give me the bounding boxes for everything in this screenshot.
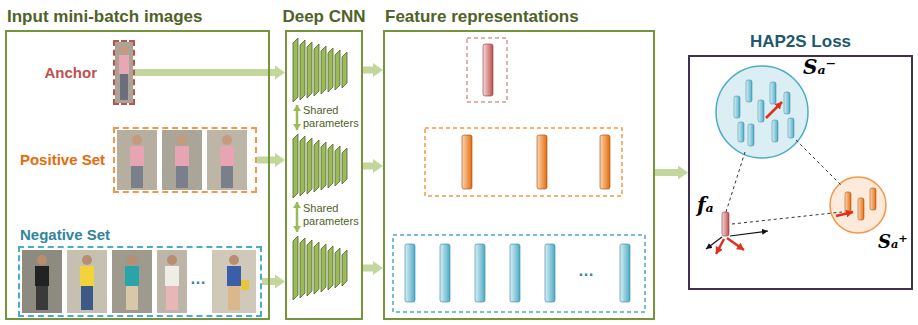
flow-arrow	[655, 169, 678, 176]
loss-sketch	[706, 66, 886, 254]
shared-parameters-label: Shared parameters	[303, 202, 363, 228]
flow-arrow	[135, 69, 275, 76]
anchor-box: Anchor	[113, 40, 135, 105]
feature-vectors	[393, 38, 645, 312]
set-label: Positive Set	[20, 151, 105, 168]
shared-parameters-label: Shared parameters	[303, 104, 363, 130]
ellipsis: …	[578, 262, 594, 280]
negative-set-symbol: Sₐ⁻	[803, 56, 836, 79]
loss-panel: HAP2S Loss	[688, 55, 913, 290]
set-label: Negative Set	[20, 226, 110, 243]
shared-arrow	[297, 105, 298, 232]
negative-photos	[22, 250, 256, 313]
flow-arrow	[363, 67, 373, 74]
panel-heading: Feature representations	[385, 7, 579, 27]
flow-arrow	[363, 163, 373, 170]
flow-arrow	[257, 157, 275, 164]
negative-set-box: Negative Set	[18, 246, 262, 317]
set-label: Anchor	[45, 64, 98, 81]
feature-panel: Feature representations	[383, 30, 655, 320]
panel-heading: HAP2S Loss	[750, 32, 851, 52]
positive-set-box: Positive Set	[113, 127, 257, 193]
anchor-photo	[115, 42, 133, 103]
positive-set-symbol: Sₐ⁺	[878, 232, 908, 253]
anchor-feature-symbol: fₐ	[697, 194, 714, 217]
input-panel: Input mini-batch imagesAnchorPositive Se…	[5, 30, 270, 320]
cnn-layers	[293, 38, 347, 300]
positive-photos	[117, 130, 247, 190]
panel-heading: Deep CNN	[282, 7, 365, 27]
panel-heading: Input mini-batch images	[7, 7, 203, 27]
cnn-panel: Deep CNN	[285, 30, 363, 320]
flow-arrow	[363, 265, 373, 272]
ellipsis: …	[190, 270, 206, 288]
